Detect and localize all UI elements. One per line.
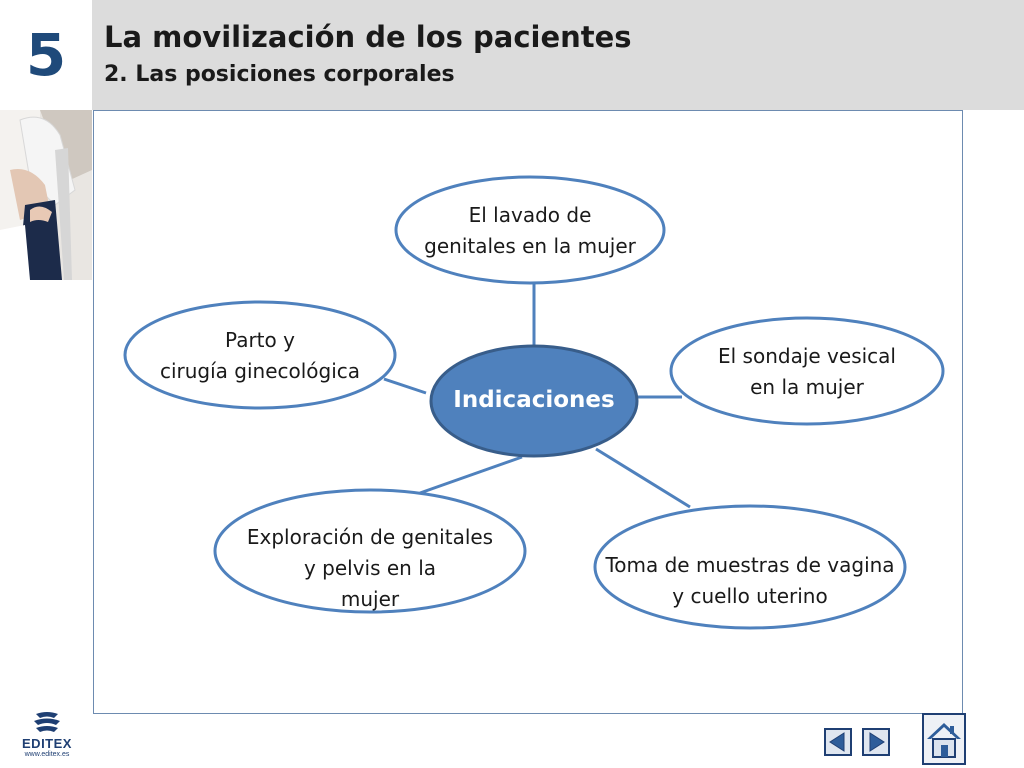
logo-text: EDITEX [22,736,72,751]
arrow-right-icon [869,732,885,752]
page-title: La movilización de los pacientes [104,20,632,54]
node-lavado-ellipse [394,175,666,285]
home-button[interactable] [922,713,966,765]
node-parto-label: Parto y cirugía ginecológica [159,328,361,383]
center-node-label: Indicaciones [453,387,615,413]
center-node-ellipse [429,344,639,458]
editex-logo-mark [34,712,60,732]
arrow-left-icon [829,732,845,752]
node-sondaje-label: El sondaje vesical en la mujer [718,344,896,399]
logo-url: www.editex.es [24,751,70,758]
nurse-patient-photo [0,110,92,280]
node-lavado-label: El lavado de genitales en la mujer [424,203,636,258]
node-parto-ellipse [123,300,397,410]
node-muestras-label: Toma de muestras de vagina y cuello uter… [605,553,895,608]
node-sondaje-ellipse [669,316,945,426]
node-muestras-ellipse [593,504,907,630]
content-frame: Indicaciones El lavado de genitales en l… [93,110,963,714]
page-subtitle: 2. Las posiciones corporales [104,62,455,87]
indications-diagram [123,175,945,630]
node-exploracion-label: Exploración de genitales y pelvis en la … [246,525,494,611]
connector-muestras [595,447,691,509]
prev-button[interactable] [824,728,852,756]
unit-number: 5 [25,21,67,89]
unit-number-box: 5 [0,0,92,110]
connector-exploracion [419,455,523,495]
connector-parto [383,377,427,395]
next-button[interactable] [862,728,890,756]
home-icon [927,723,961,758]
editex-logo: EDITEX www.editex.es [14,710,80,760]
header-bar: La movilización de los pacientes 2. Las … [92,0,1024,110]
node-exploracion-ellipse [213,488,527,614]
